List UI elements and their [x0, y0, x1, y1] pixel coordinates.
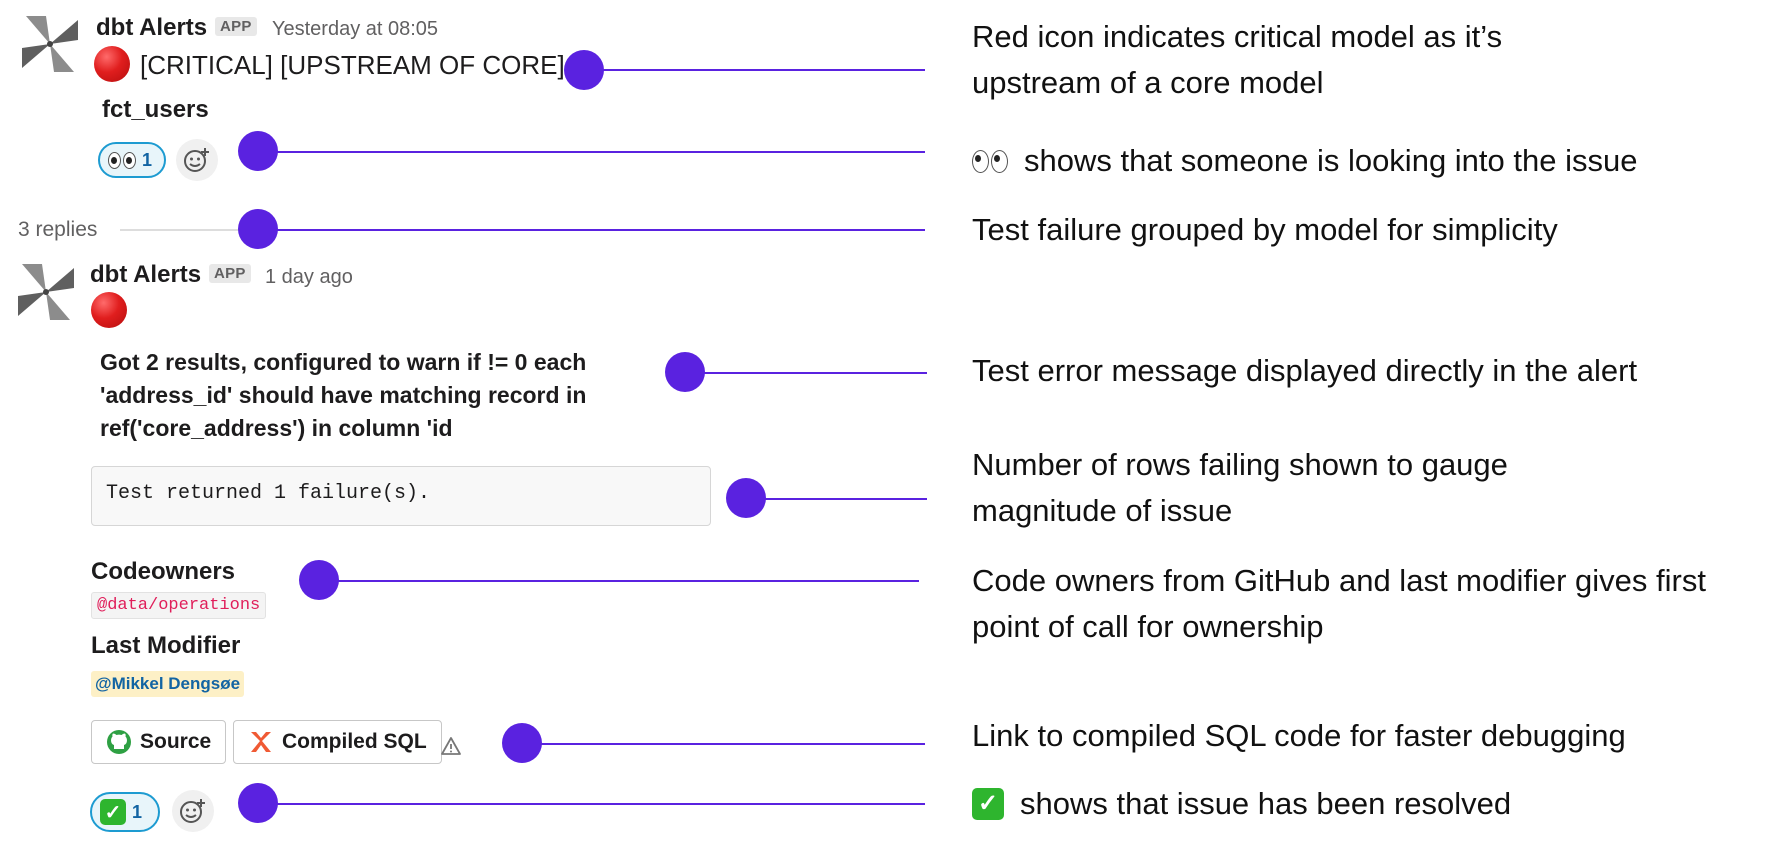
callout-line	[258, 151, 925, 153]
error-line: Got 2 results, configured to warn if != …	[100, 349, 587, 375]
annotation-text: shows that issue has been resolved	[1020, 786, 1512, 821]
callout-line	[685, 372, 927, 374]
callout-dot	[564, 50, 604, 90]
github-icon	[107, 730, 131, 754]
annotation-line: Red icon indicates critical model as it’…	[972, 19, 1503, 54]
error-line: 'address_id' should have matching record…	[100, 382, 587, 408]
avatar[interactable]	[18, 12, 82, 76]
check-reaction[interactable]: ✓ 1	[90, 792, 160, 832]
annotation-rows: Number of rows failing shown to gauge ma…	[972, 442, 1508, 534]
annotation-owners: Code owners from GitHub and last modifie…	[972, 558, 1706, 650]
compiled-sql-icon	[251, 732, 271, 752]
annotation-line: point of call for ownership	[972, 609, 1324, 644]
pinwheel-avatar-icon	[18, 264, 74, 320]
callout-line	[746, 498, 927, 500]
annotation-line: Code owners from GitHub and last modifie…	[972, 563, 1706, 598]
callout-line	[258, 803, 925, 805]
timestamp[interactable]: 1 day ago	[265, 266, 353, 288]
pinwheel-avatar-icon	[22, 16, 78, 72]
annotation-text: shows that someone is looking into the i…	[1024, 143, 1638, 178]
codeowners-title: Codeowners	[91, 558, 236, 585]
callout-line	[584, 69, 925, 71]
app-badge: APP	[209, 264, 251, 283]
compiled-sql-button-label: Compiled SQL	[282, 730, 427, 753]
callout-dot	[726, 478, 766, 518]
avatar[interactable]	[14, 260, 78, 324]
annotation-line: Number of rows failing shown to gauge	[972, 447, 1508, 482]
red-circle-icon	[91, 292, 127, 328]
callout-dot	[665, 352, 705, 392]
check-mark-emoji-icon: ✓	[972, 788, 1004, 820]
callout-dot	[238, 209, 278, 249]
model-name: fct_users	[102, 96, 209, 123]
add-reaction-icon	[180, 799, 205, 823]
source-button[interactable]: Source	[91, 720, 227, 764]
annotation-line: magnitude of issue	[972, 493, 1233, 528]
red-circle-icon	[94, 46, 130, 82]
callout-dot	[502, 723, 542, 763]
add-reaction-button[interactable]	[172, 790, 214, 832]
source-button-label: Source	[140, 730, 212, 753]
eyes-emoji-icon	[972, 149, 1008, 173]
divider	[120, 229, 260, 231]
add-reaction-icon	[184, 148, 209, 172]
alert-header: [CRITICAL] [UPSTREAM OF CORE]	[140, 50, 565, 80]
failure-count-codeblock: Test returned 1 failure(s).	[91, 466, 711, 526]
app-badge: APP	[215, 17, 257, 36]
reaction-count: 1	[142, 149, 153, 170]
annotation-resolved: ✓ shows that issue has been resolved	[972, 781, 1511, 827]
callout-line	[258, 229, 925, 231]
compiled-sql-button[interactable]: Compiled SQL	[233, 720, 442, 764]
timestamp[interactable]: Yesterday at 08:05	[272, 18, 439, 40]
eyes-reaction[interactable]: 1	[98, 142, 166, 178]
last-modifier-mention[interactable]: @Mikkel Dengsøe	[91, 671, 245, 697]
annotation-sql: Link to compiled SQL code for faster deb…	[972, 718, 1626, 753]
eyes-emoji-icon	[108, 151, 136, 169]
reaction-count: 1	[132, 801, 143, 822]
callout-dot	[299, 560, 339, 600]
warning-icon	[440, 736, 462, 761]
sender-name[interactable]: dbt Alerts	[90, 261, 202, 288]
add-reaction-button[interactable]	[176, 139, 218, 181]
annotation-line: upstream of a core model	[972, 65, 1324, 100]
test-error-message: Got 2 results, configured to warn if != …	[100, 346, 586, 445]
callout-line	[522, 743, 925, 745]
last-modifier-title: Last Modifier	[91, 632, 241, 659]
callout-dot	[238, 131, 278, 171]
sender-name[interactable]: dbt Alerts	[96, 14, 208, 41]
codeowners-value: @data/operations	[91, 592, 267, 619]
annotation-critical: Red icon indicates critical model as it’…	[972, 14, 1502, 106]
check-mark-emoji-icon: ✓	[100, 799, 126, 825]
annotation-eyes: shows that someone is looking into the i…	[972, 138, 1637, 184]
callout-dot	[238, 783, 278, 823]
annotation-grouped: Test failure grouped by model for simpli…	[972, 212, 1558, 247]
callout-line	[319, 580, 919, 582]
thread-replies-link[interactable]: 3 replies	[18, 218, 98, 241]
error-line: ref('core_address') in column 'id	[100, 415, 453, 441]
annotation-error: Test error message displayed directly in…	[972, 353, 1638, 388]
